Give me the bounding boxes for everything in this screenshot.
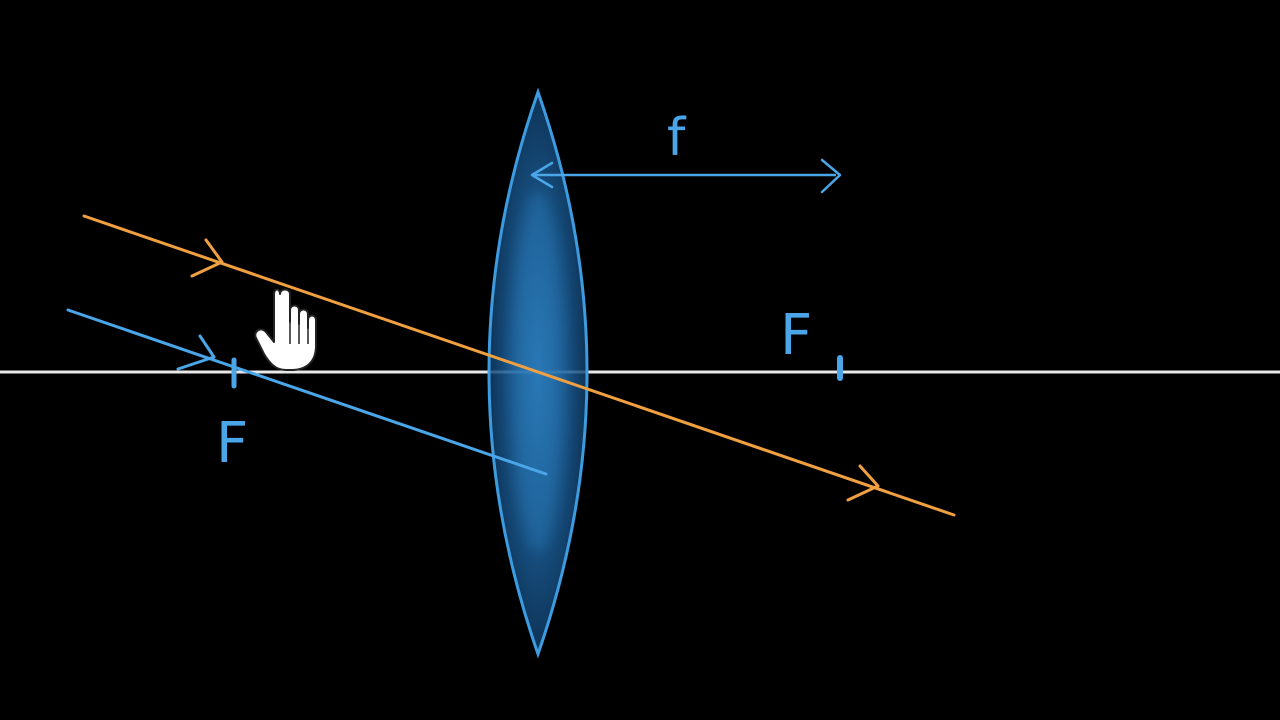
blue-ray [66,308,548,476]
focal-length-arrow [530,158,842,194]
focus-label-left: F [216,411,248,476]
orange-ray-arrow-outgoing [846,464,880,502]
orange-ray-arrow-incoming [190,238,224,278]
focus-label-right: F [780,303,812,368]
hand-pointer-icon [254,288,317,371]
focal-length-label: f [667,108,687,168]
blue-ray-arrow [176,334,216,371]
orange-ray [82,214,956,517]
